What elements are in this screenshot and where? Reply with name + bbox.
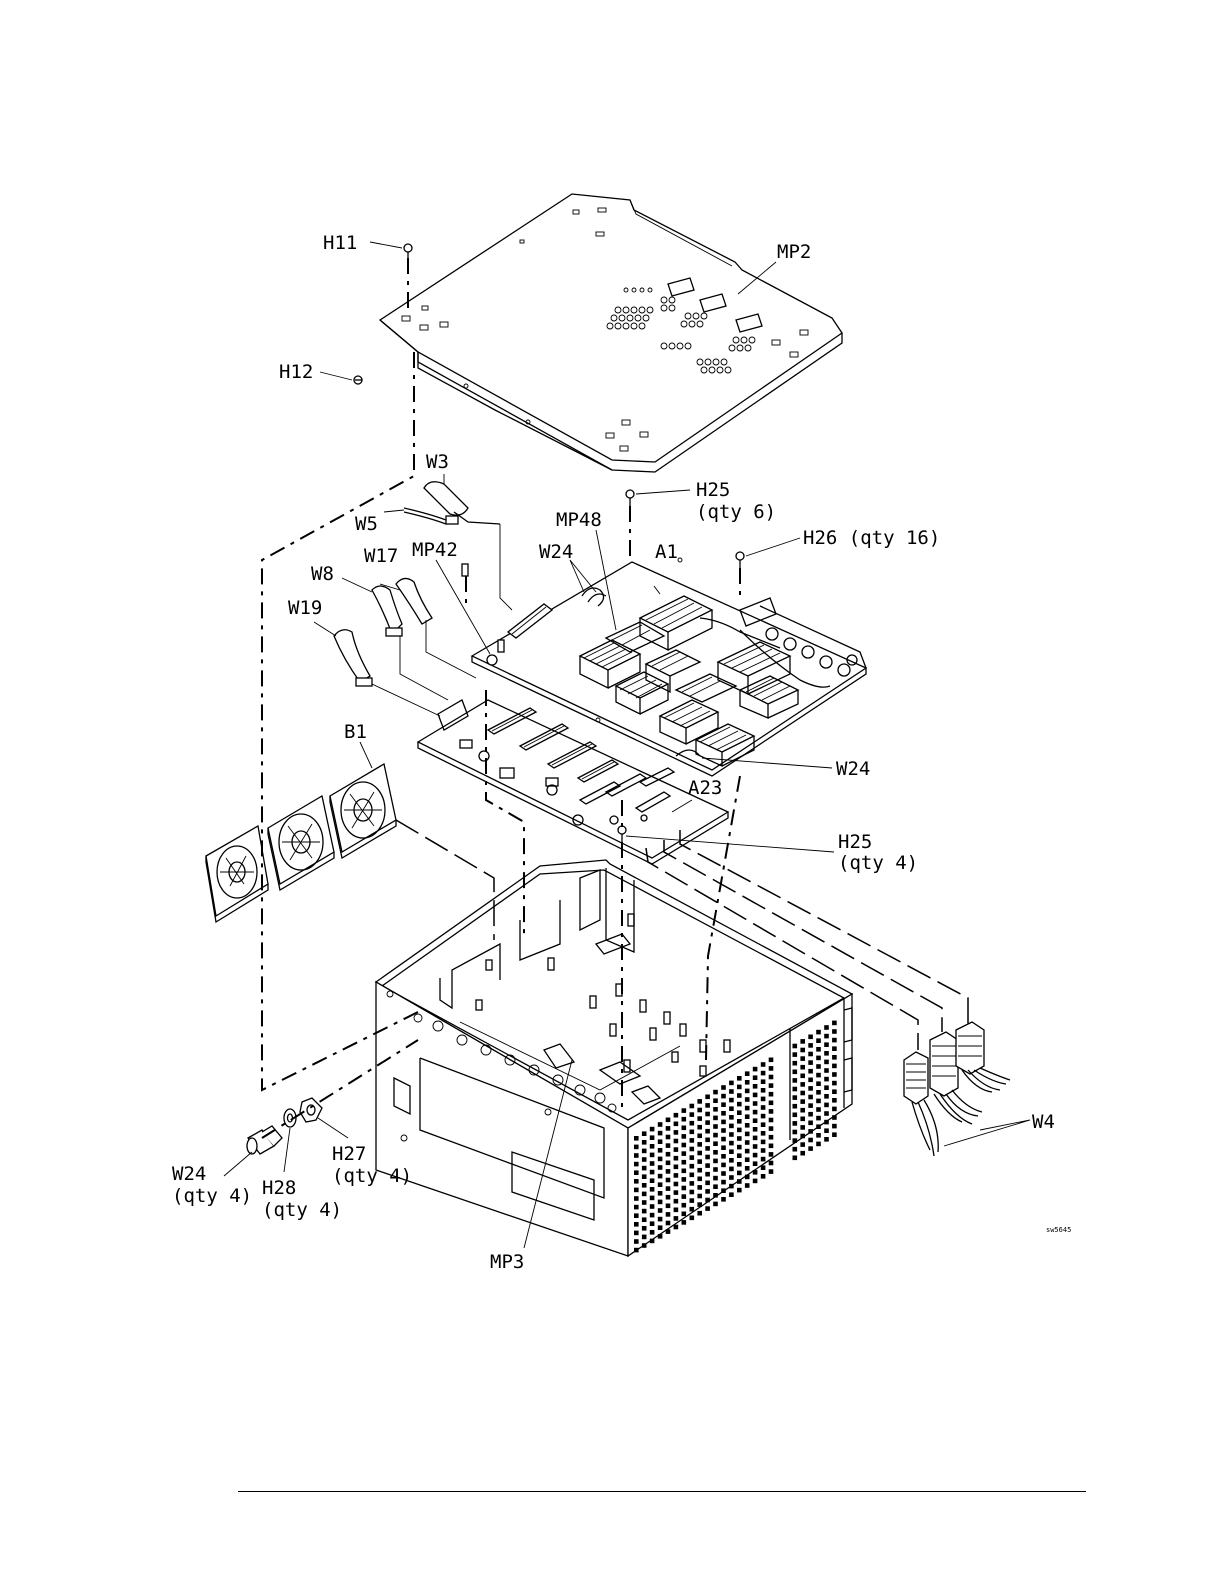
label-h27: H27 bbox=[332, 1143, 366, 1165]
label-mp42: MP42 bbox=[412, 539, 458, 561]
label-w24-bottom-qty: (qty 4) bbox=[172, 1185, 252, 1207]
label-h11: H11 bbox=[323, 232, 357, 254]
label-w17: W17 bbox=[364, 545, 398, 567]
fan-assembly-b1 bbox=[206, 764, 396, 922]
label-w8: W8 bbox=[311, 563, 334, 585]
cable-harness-w4 bbox=[904, 1022, 1010, 1156]
label-w5: W5 bbox=[355, 513, 378, 535]
label-a1: A1 bbox=[655, 541, 678, 563]
label-w3: W3 bbox=[426, 451, 449, 473]
figure-code: sw5645 bbox=[1046, 1226, 1071, 1234]
label-h28: H28 bbox=[262, 1177, 296, 1199]
standoff-mp42 bbox=[462, 564, 504, 652]
label-mp3: MP3 bbox=[490, 1251, 524, 1273]
chassis-mp3 bbox=[376, 860, 852, 1256]
cable-w3 bbox=[424, 482, 500, 524]
label-h25-mid: H25 bbox=[838, 831, 872, 853]
screw-h12 bbox=[354, 376, 362, 384]
label-mp2: MP2 bbox=[777, 241, 811, 263]
label-h26: H26 (qty 16) bbox=[803, 527, 940, 549]
label-w24-bottom: W24 bbox=[172, 1163, 206, 1185]
label-h25-top: H25 bbox=[696, 479, 730, 501]
label-h25-mid-qty: (qty 4) bbox=[838, 852, 918, 874]
label-h12: H12 bbox=[279, 361, 313, 383]
screw-h25-top bbox=[626, 490, 634, 506]
page-footer-rule bbox=[238, 1491, 1086, 1492]
cable-w8 bbox=[372, 586, 402, 636]
label-a23: A23 bbox=[688, 777, 722, 799]
label-w4: W4 bbox=[1032, 1111, 1055, 1133]
label-h25-top-qty: (qty 6) bbox=[696, 501, 776, 523]
connector-w24-bottom bbox=[247, 1126, 282, 1154]
screw-h26 bbox=[736, 552, 744, 568]
label-mp48: MP48 bbox=[556, 509, 602, 531]
top-cover-mp2 bbox=[380, 194, 842, 472]
label-w24-top: W24 bbox=[539, 541, 573, 563]
label-w24-right: W24 bbox=[836, 758, 870, 780]
label-w19: W19 bbox=[288, 597, 322, 619]
label-h28-qty: (qty 4) bbox=[262, 1199, 342, 1221]
cable-w17 bbox=[396, 578, 432, 624]
label-b1: B1 bbox=[344, 721, 367, 743]
cable-w19 bbox=[334, 630, 372, 686]
label-h27-qty: (qty 4) bbox=[332, 1165, 412, 1187]
screw-h11 bbox=[404, 244, 412, 258]
